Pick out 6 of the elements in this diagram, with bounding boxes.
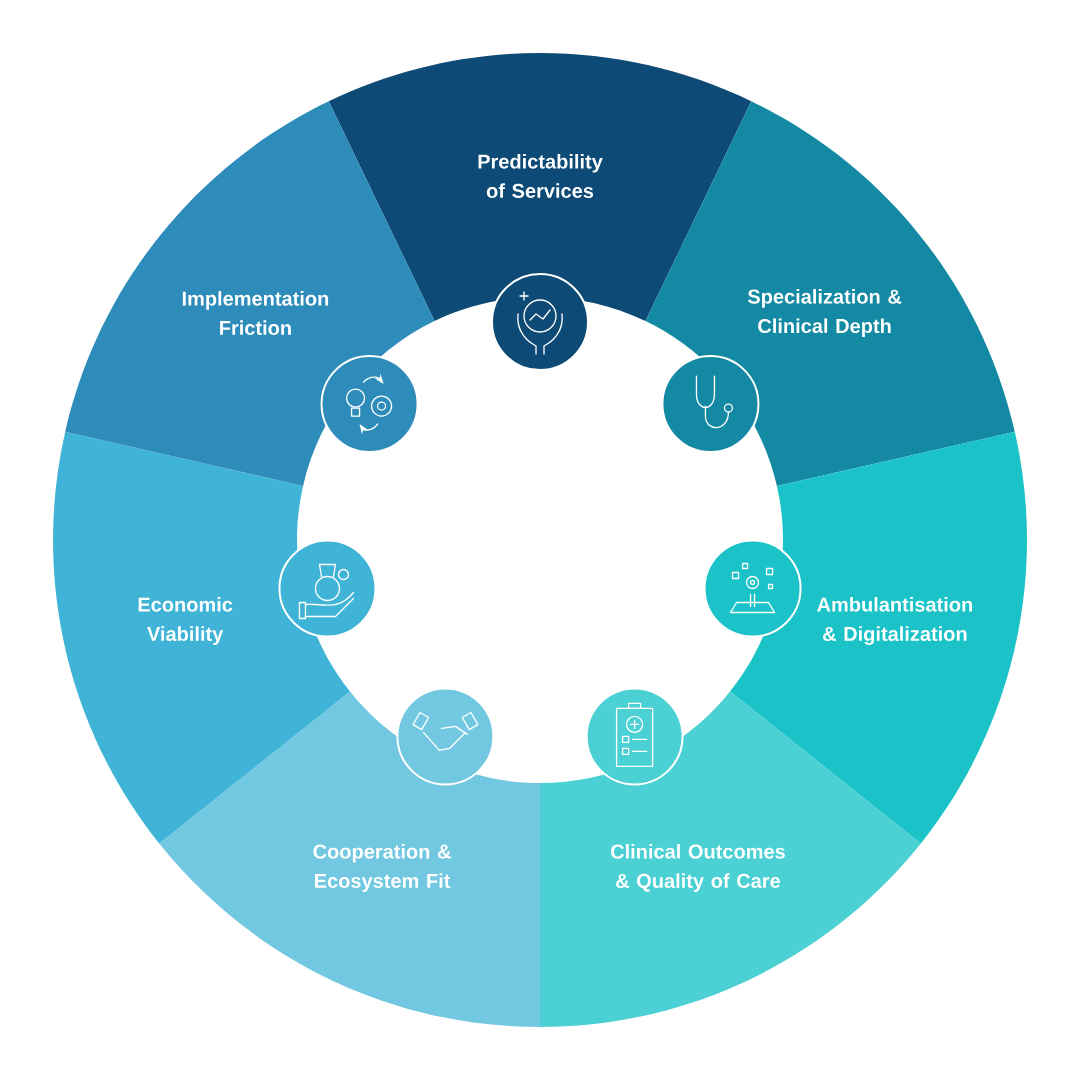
segment: Clinical Outcomes & Quality of Care	[540, 691, 921, 1027]
segment: Economic Viability	[53, 431, 351, 844]
segment: Ambulantisation & Digitalization	[730, 431, 1027, 844]
segment: Implementation Friction	[65, 101, 435, 486]
segment: Cooperation & Ecosystem Fit	[159, 691, 540, 1027]
segment: Specialization & Clinical Depth	[645, 101, 1015, 486]
